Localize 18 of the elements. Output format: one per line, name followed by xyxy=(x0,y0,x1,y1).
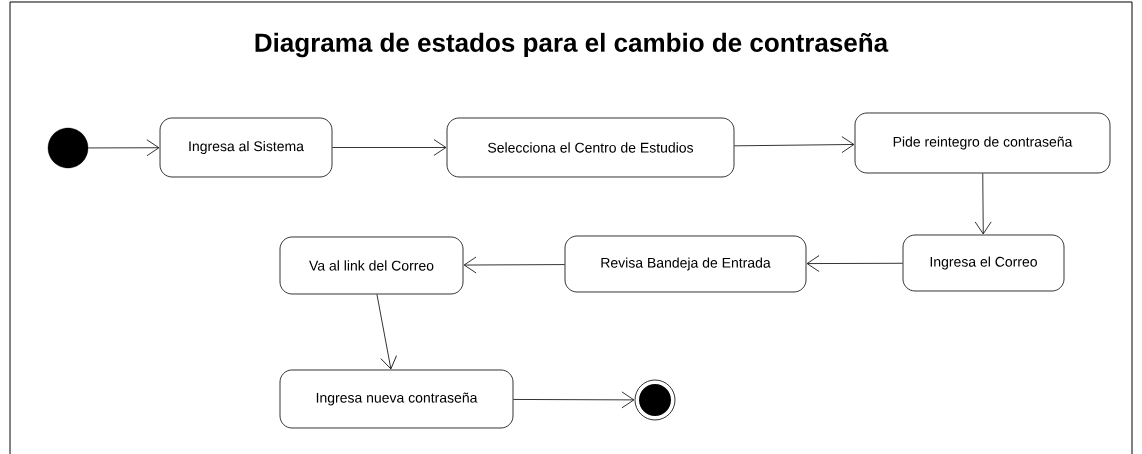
initial-state xyxy=(47,127,89,169)
state-box: Selecciona el Centro de Estudios xyxy=(446,117,735,178)
state-box: Revisa Bandeja de Entrada xyxy=(564,235,807,293)
title: Diagrama de estados para el cambio de contraseña xyxy=(255,32,889,58)
arrow xyxy=(332,139,447,156)
arrow xyxy=(734,136,855,153)
state-box: Ingresa al Sistema xyxy=(159,117,333,178)
arrow xyxy=(463,256,565,274)
arrow xyxy=(974,173,992,235)
arrow xyxy=(806,255,903,272)
state-box: Ingresa nueva contraseña xyxy=(279,369,514,429)
state-box: Pide reintegro de contraseña xyxy=(854,112,1111,174)
final-state xyxy=(634,379,676,421)
state-box: Ingresa el Correo xyxy=(902,234,1065,292)
state-box: Va al link del Correo xyxy=(279,236,464,295)
arrow xyxy=(87,139,160,157)
arrow xyxy=(513,391,635,409)
arrow xyxy=(376,294,397,370)
